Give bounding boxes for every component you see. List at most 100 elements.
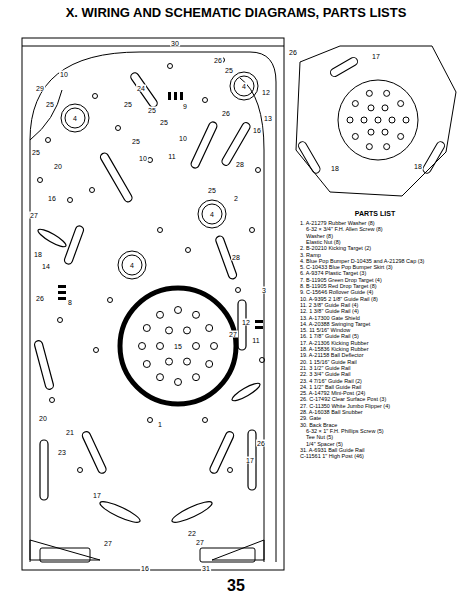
callout-number: 18 <box>413 163 423 170</box>
mini-post <box>158 228 163 233</box>
window-hole <box>175 307 182 314</box>
drop-target <box>255 326 263 329</box>
callout-number: 18 <box>330 165 340 172</box>
callout-number: 27 <box>195 539 205 546</box>
inset-detail <box>329 56 359 78</box>
parts-list-entry: 19. A-21158 Ball Deflector <box>300 353 364 359</box>
flipper <box>36 227 262 526</box>
callout-number: 27 <box>228 331 238 338</box>
inset-hole <box>384 90 390 96</box>
mini-post <box>38 178 43 183</box>
drop-target <box>168 92 171 100</box>
callout-number: 25 <box>45 101 55 108</box>
inset-detail <box>338 80 418 160</box>
inset-hole <box>347 90 409 149</box>
inset-detail <box>297 140 321 174</box>
window-hole <box>139 343 146 350</box>
guide-rail <box>129 71 158 108</box>
inset-hole <box>382 129 388 135</box>
pop-bumper <box>198 200 226 228</box>
window-hole <box>157 311 164 318</box>
window-hole <box>184 358 191 365</box>
parts-list-entry: 22. 3 3/4" Guide Rail <box>300 372 351 378</box>
window-hole <box>193 311 200 318</box>
callout-number: 4 <box>72 115 78 122</box>
callout-number: 8 <box>67 299 73 306</box>
guide-rail <box>99 152 133 204</box>
parts-list-entry: 17. A-21306 Kicking Rubber <box>300 341 369 347</box>
swinging-target-window <box>120 288 236 404</box>
window-hole <box>139 307 218 386</box>
callout-number: 18 <box>33 251 43 258</box>
playfield-outline <box>30 52 276 562</box>
parts-list-entry: 31. A-6931 Ball Guide Rail <box>300 448 365 454</box>
inset-hole <box>375 117 381 123</box>
parts-list-entry: 14. A-20388 Swinging Target <box>300 322 370 328</box>
callout-number: 23 <box>57 449 67 456</box>
mini-post <box>68 198 73 203</box>
window-hole <box>143 325 150 332</box>
pop-bumper <box>65 108 85 128</box>
parts-list-entry: 25. A-14792 Mini-Post (24) <box>300 391 365 397</box>
apron <box>212 540 264 560</box>
inset-hole <box>366 90 372 96</box>
drop-target <box>174 92 177 100</box>
parts-list-entry: 9. C-15646 Rollover Guide (4) <box>300 290 373 296</box>
apron <box>40 548 90 562</box>
mini-post <box>58 318 63 323</box>
callout-number: 10 <box>138 155 148 162</box>
parts-list-entry: 6-32 × 1" F.H. Phillips Screw (5) <box>306 429 384 435</box>
callout-number: 11 <box>167 153 176 160</box>
callout-number: 16 <box>252 127 262 134</box>
flipper <box>170 498 214 526</box>
parts-list-entry: 6. A-9374 Plastic Target (3) <box>300 271 366 277</box>
parts-list-entry: 30. Back Brace <box>300 423 337 429</box>
inset-hole <box>366 144 372 150</box>
callout-number: 10 <box>178 135 188 142</box>
mini-post <box>236 288 241 293</box>
mini-post <box>116 126 121 131</box>
window-hole <box>143 361 150 368</box>
guide-rail <box>34 71 256 500</box>
drop-target <box>58 92 263 329</box>
parts-list-entry: 29. Gate <box>300 416 321 422</box>
parts-list-entry: 24. 1 1/2" Ball Guide Rail <box>300 385 361 391</box>
inset-hole <box>352 133 358 139</box>
window-hole <box>166 327 173 334</box>
mini-post <box>50 398 55 403</box>
playfield-outline <box>22 38 284 570</box>
drop-target <box>58 291 66 294</box>
window-hole <box>206 361 213 368</box>
pop-bumper <box>234 76 254 96</box>
mini-post <box>250 228 255 233</box>
callout-number: 26 <box>288 49 298 56</box>
mini-post <box>260 358 265 363</box>
callout-number: 3 <box>261 287 267 294</box>
callout-number: 26 <box>213 57 223 64</box>
callout-number: 17 <box>371 53 381 60</box>
parts-list-entry: 20. 1 15/16" Guide Rail <box>300 360 357 366</box>
pop-bumper <box>202 204 222 224</box>
callout-number: 10 <box>59 71 69 78</box>
window-hole <box>211 343 218 350</box>
mini-post <box>148 158 153 163</box>
parts-list-entry: 23. 4 7/16" Guide Rail (2) <box>300 379 362 385</box>
guide-rail <box>209 430 235 474</box>
inset-detail <box>422 140 446 174</box>
inset-detail <box>296 46 456 196</box>
callout-number: 26 <box>256 440 266 447</box>
flipper <box>98 498 142 526</box>
page-number: 35 <box>227 578 245 594</box>
swinging-target-window <box>120 288 236 404</box>
callout-number: 17 <box>92 492 102 499</box>
parts-list-entry: Washer (8) <box>306 234 333 240</box>
mini-post <box>168 64 173 69</box>
parts-list-entry: 3. Ramp <box>300 253 321 259</box>
callout-number: 24 <box>136 85 146 92</box>
pop-bumper <box>118 251 146 279</box>
mini-post <box>38 58 265 473</box>
callout-number: 14 <box>41 263 51 270</box>
apron <box>200 548 255 562</box>
mini-post <box>78 468 83 473</box>
inset-detail <box>296 46 456 196</box>
